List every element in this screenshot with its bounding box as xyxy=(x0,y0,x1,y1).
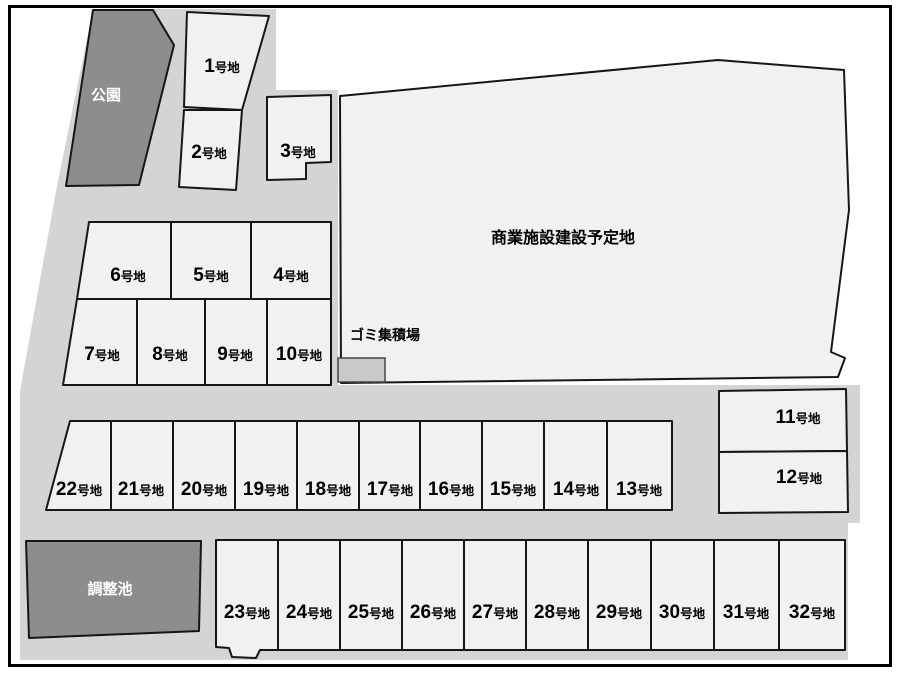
lot-13-label: 13号地 xyxy=(616,479,663,500)
lot-21-label: 21号地 xyxy=(118,479,165,500)
commercial-area xyxy=(339,59,850,384)
lot-9-parcel xyxy=(204,298,268,386)
lot-9-label: 9号地 xyxy=(217,344,253,365)
lot-14-label: 14号地 xyxy=(553,479,600,500)
lot-30-parcel xyxy=(650,539,715,651)
lot-19-label: 19号地 xyxy=(243,479,290,500)
lot-3-label: 3号地 xyxy=(280,141,316,162)
pond-label: 調整池 xyxy=(87,580,132,598)
lot-25-label: 25号地 xyxy=(348,602,395,623)
lot-26-label: 26号地 xyxy=(410,602,457,623)
lot-24-label: 24号地 xyxy=(286,602,333,623)
lot-8-label: 8号地 xyxy=(152,344,188,365)
lot-6-parcel xyxy=(76,221,172,300)
lot-3-parcel xyxy=(266,94,332,181)
lot-31-label: 31号地 xyxy=(723,602,770,623)
lot-31-parcel xyxy=(713,539,780,651)
lot-23-label: 23号地 xyxy=(224,602,271,623)
lot-13-parcel xyxy=(606,420,673,511)
lot-6-label: 6号地 xyxy=(110,265,146,286)
lot-28-label: 28号地 xyxy=(534,602,581,623)
lot-18-label: 18号地 xyxy=(305,479,352,500)
lot-32-label: 32号地 xyxy=(789,602,836,623)
pond-area xyxy=(25,540,202,639)
lot-7-parcel xyxy=(62,298,138,386)
garbage-box xyxy=(337,357,386,383)
lot-5-parcel xyxy=(170,221,252,300)
lot-2-label: 2号地 xyxy=(191,142,227,163)
lot-27-label: 27号地 xyxy=(472,602,519,623)
commercial-label: 商業施設建設予定地 xyxy=(491,228,635,247)
lot-16-label: 16号地 xyxy=(428,479,475,500)
lot-30-label: 30号地 xyxy=(659,602,706,623)
lot-12-parcel xyxy=(718,450,849,514)
garbage-label: ゴミ集積場 xyxy=(350,327,420,343)
lot-25-parcel xyxy=(339,539,403,651)
lot-27-parcel xyxy=(463,539,527,651)
lot-23-parcel xyxy=(215,539,279,659)
lot-4-label: 4号地 xyxy=(273,265,309,286)
lot-26-parcel xyxy=(401,539,465,651)
lot-5-label: 5号地 xyxy=(193,265,229,286)
lot-4-parcel xyxy=(250,221,332,300)
park-area xyxy=(65,9,175,187)
lot-29-label: 29号地 xyxy=(596,602,643,623)
lot-28-parcel xyxy=(525,539,589,651)
park-label: 公園 xyxy=(91,87,121,104)
lot-24-parcel xyxy=(277,539,341,651)
lot-12-label: 12号地 xyxy=(776,467,823,488)
lot-8-parcel xyxy=(136,298,206,386)
lot-22-label: 22号地 xyxy=(56,479,103,500)
lot-1-label: 1号地 xyxy=(204,56,240,77)
lot-17-label: 17号地 xyxy=(367,479,414,500)
lot-20-label: 20号地 xyxy=(181,479,228,500)
lot-10-label: 10号地 xyxy=(276,344,323,365)
lot-32-parcel xyxy=(778,539,846,651)
lot-10-parcel xyxy=(266,298,332,386)
lot-2-parcel xyxy=(178,109,243,191)
lot-11-label: 11号地 xyxy=(775,407,821,428)
lot-29-parcel xyxy=(587,539,652,651)
lot-7-label: 7号地 xyxy=(84,344,120,365)
lot-15-label: 15号地 xyxy=(490,479,537,500)
